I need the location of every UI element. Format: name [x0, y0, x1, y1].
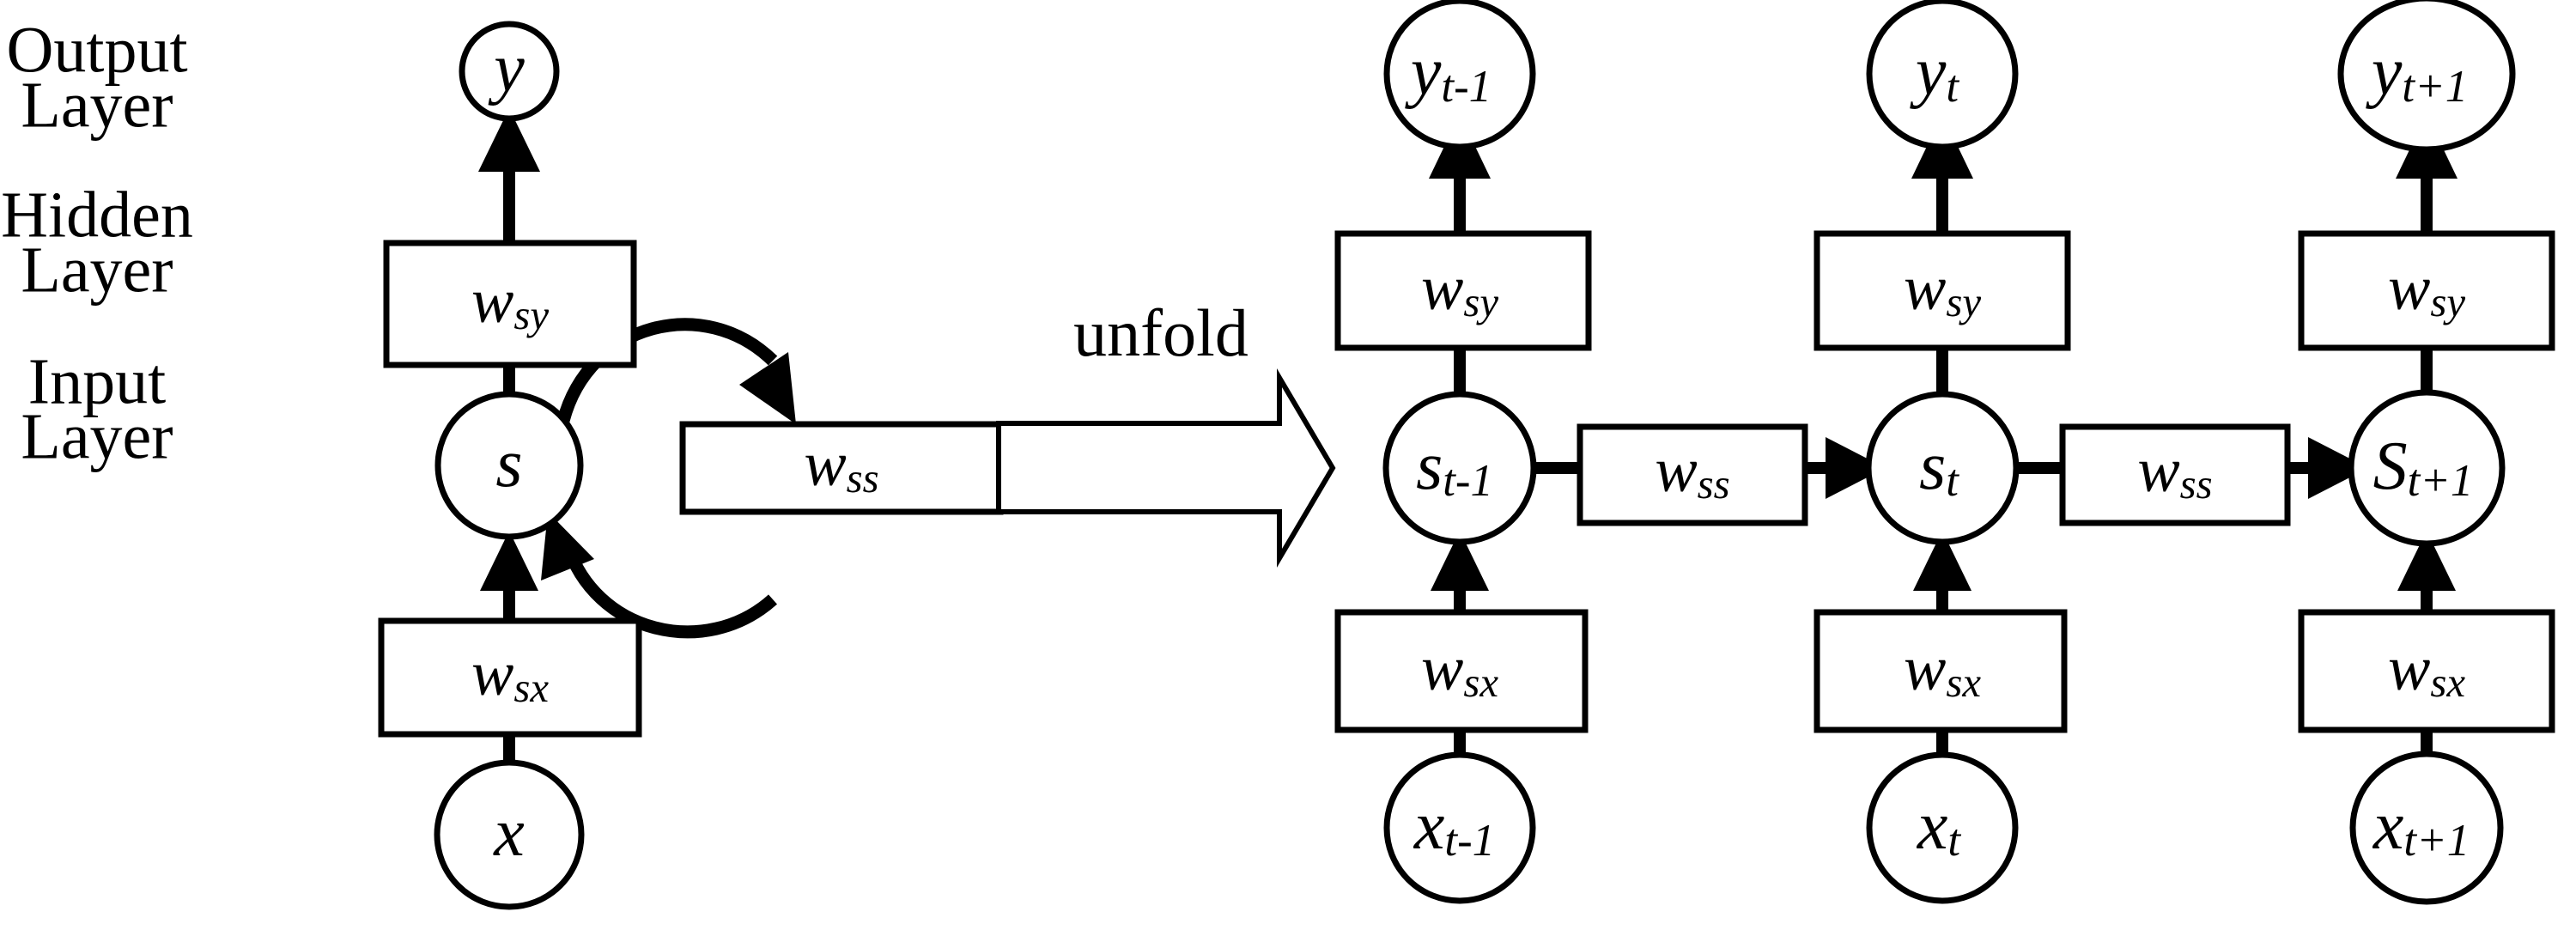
- node-output-t[interactable]: yt: [1866, 0, 2019, 150]
- layer-label-output-line1: Output: [6, 14, 187, 86]
- weight-box-wsx-folded-label: wsx: [471, 639, 549, 711]
- weight-box-wsy-t-minus-1-label: wsy: [1421, 253, 1498, 325]
- node-hidden-t-plus-1-label: St+1: [2373, 428, 2474, 506]
- layer-label-output-line2: Layer: [21, 69, 173, 141]
- weight-box-wss-2[interactable]: wss: [2059, 423, 2291, 526]
- weight-box-wss-folded-label: wss: [804, 429, 878, 501]
- weight-box-wsy-t[interactable]: wsy: [1814, 230, 2071, 351]
- node-output-t-minus-1-label: yt-1: [1405, 34, 1492, 112]
- layer-label-output: Output Layer: [6, 14, 187, 141]
- weight-box-wsx-folded[interactable]: wsx: [378, 617, 642, 738]
- node-hidden-folded[interactable]: s: [434, 391, 584, 540]
- weight-box-wsx-t-plus-1[interactable]: wsx: [2298, 609, 2555, 733]
- node-output-folded-label: y: [488, 31, 525, 106]
- node-hidden-t-plus-1[interactable]: St+1: [2348, 389, 2506, 547]
- weight-box-wss-1[interactable]: wss: [1577, 423, 1808, 526]
- weight-box-wsy-t-plus-1-label: wsy: [2388, 253, 2465, 325]
- edge-wsx-to-s-folded: [480, 531, 538, 621]
- layer-label-input: Input Layer: [21, 345, 173, 472]
- node-output-t-plus-1-label: yt+1: [2366, 34, 2468, 112]
- weight-box-wsx-t-minus-1[interactable]: wsx: [1334, 609, 1589, 733]
- node-output-folded[interactable]: y: [459, 21, 560, 122]
- node-input-t-plus-1[interactable]: xt+1: [2349, 751, 2504, 905]
- layer-label-hidden: Hidden Layer: [1, 179, 193, 306]
- weight-box-wss-2-label: wss: [2137, 435, 2212, 508]
- edge-wsy-to-y-folded: [478, 108, 540, 243]
- node-input-t-minus-1-label: xt-1: [1413, 788, 1495, 866]
- node-hidden-t-label: st: [1919, 428, 1959, 506]
- edge-wsx-to-s-t-minus-1: [1431, 531, 1489, 612]
- weight-box-wsx-t-minus-1-label: wsx: [1421, 634, 1498, 706]
- node-hidden-t[interactable]: st: [1865, 391, 2020, 545]
- weight-box-wsx-t[interactable]: wsx: [1814, 609, 2068, 733]
- node-hidden-t-minus-1-label: st-1: [1416, 428, 1493, 506]
- node-input-t-label: xt: [1917, 788, 1962, 866]
- node-output-t-plus-1[interactable]: yt+1: [2337, 0, 2516, 153]
- layer-label-hidden-line2: Layer: [21, 234, 173, 306]
- node-input-folded[interactable]: x: [434, 759, 585, 910]
- weight-box-wsy-folded-label: wsy: [471, 266, 549, 338]
- weight-box-wss-1-label: wss: [1655, 435, 1729, 508]
- edge-wss-1-to-s-t: [1805, 437, 1886, 499]
- right-block-arrow-icon: [996, 368, 1336, 568]
- weight-box-wsy-folded[interactable]: wsy: [383, 240, 637, 368]
- weight-box-wsy-t-plus-1[interactable]: wsy: [2298, 230, 2555, 351]
- node-hidden-t-minus-1[interactable]: st-1: [1382, 391, 1537, 545]
- recurrent-curve-out: [556, 318, 796, 424]
- node-output-t-minus-1[interactable]: yt-1: [1383, 0, 1536, 150]
- weight-box-wss-folded[interactable]: wss: [679, 421, 1004, 515]
- node-input-t-minus-1[interactable]: xt-1: [1383, 751, 1536, 904]
- node-output-t-label: yt: [1910, 34, 1960, 112]
- layer-label-input-line2: Layer: [21, 400, 173, 472]
- recurrent-curve-in: [541, 512, 778, 639]
- node-input-t[interactable]: xt: [1866, 751, 2019, 904]
- weight-box-wsx-t-plus-1-label: wsx: [2388, 634, 2465, 706]
- weight-box-wsx-t-label: wsx: [1904, 634, 1981, 706]
- weight-box-wsy-t-minus-1[interactable]: wsy: [1334, 230, 1592, 351]
- node-input-t-plus-1-label: xt+1: [2372, 788, 2470, 866]
- edge-wsx-to-s-t-plus-1: [2397, 531, 2456, 612]
- node-hidden-folded-label: s: [495, 426, 522, 501]
- node-input-folded-label: x: [493, 795, 525, 871]
- edge-wsx-to-s-t: [1913, 531, 1971, 612]
- layer-label-input-line1: Input: [28, 345, 166, 417]
- weight-box-wsy-t-label: wsy: [1904, 253, 1981, 325]
- edge-wss-2-to-s-t-plus-1: [2287, 437, 2368, 499]
- layer-label-hidden-line1: Hidden: [1, 179, 193, 251]
- unfold-label: unfold: [1073, 295, 1249, 370]
